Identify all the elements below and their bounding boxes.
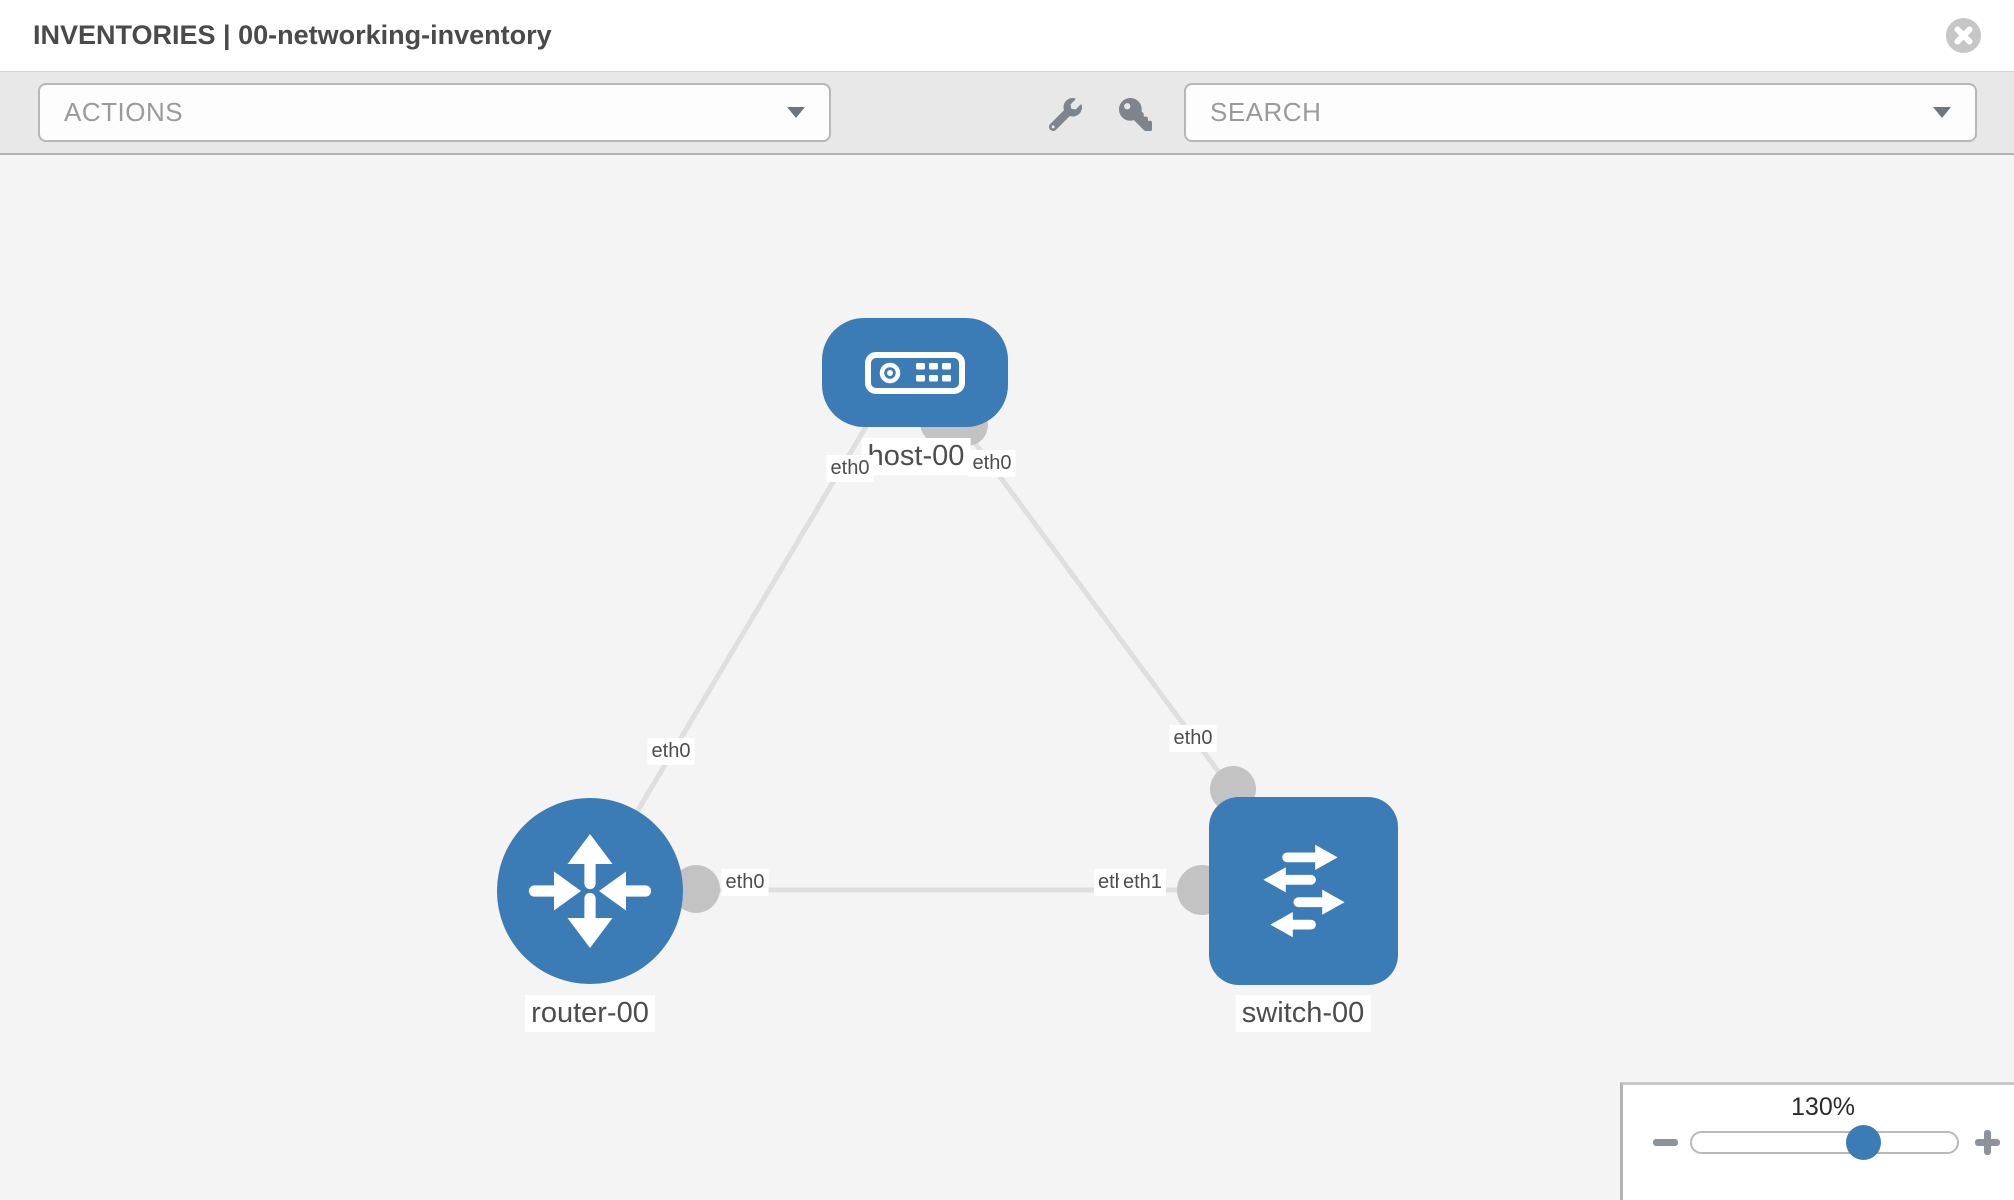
port-router-eth0[interactable] [672,865,720,913]
node-label-switch: switch-00 [1235,995,1371,1032]
iface-label-router-to-switch: eth0 [721,869,769,896]
minus-icon [1653,1139,1678,1146]
key-icon [1119,98,1152,135]
zoom-slider-track[interactable] [1690,1131,1959,1154]
plus-icon [1975,1130,2000,1155]
node-label-host: host-00 [861,438,971,475]
actions-dropdown[interactable]: ACTIONS [38,83,831,142]
toolbar: ACTIONS SEARCH [0,72,2014,155]
chevron-down-icon [787,107,805,118]
iface-label-switch-to-router: eth1 [1119,869,1166,896]
iface-label-router-to-host: eth0 [647,738,695,765]
adhoc-wrench-button[interactable] [1048,98,1082,132]
node-host-00[interactable] [822,318,1008,427]
node-label-router: router-00 [525,995,655,1032]
header-bar: INVENTORIES | 00-networking-inventory [0,0,2014,72]
zoom-slider-handle[interactable] [1846,1125,1881,1160]
wrench-icon [1048,98,1082,135]
node-router-00[interactable] [497,798,683,984]
topology-canvas[interactable] [0,155,2014,1200]
zoom-out-button[interactable] [1653,1139,1678,1146]
search-dropdown[interactable]: SEARCH [1184,83,1977,142]
node-switch-00[interactable] [1209,797,1398,985]
zoom-in-button[interactable] [1975,1130,2000,1155]
iface-label-host-to-switch: eth0 [968,450,1016,477]
host-icon [863,351,967,395]
zoom-panel: 130% [1620,1082,2014,1200]
iface-label-host-to-router: eth0 [826,455,874,482]
actions-dropdown-label: ACTIONS [64,97,184,127]
iface-label-switch-to-host: eth0 [1169,725,1217,752]
switch-icon [1234,821,1374,961]
search-dropdown-label: SEARCH [1210,97,1322,127]
page-title: INVENTORIES | 00-networking-inventory [33,20,552,50]
zoom-level-value: 130% [1791,1093,1855,1121]
close-icon [1946,26,1981,57]
router-icon [515,816,665,966]
close-button[interactable] [1946,18,1981,53]
chevron-down-icon [1933,107,1951,118]
credentials-key-button[interactable] [1119,98,1152,131]
